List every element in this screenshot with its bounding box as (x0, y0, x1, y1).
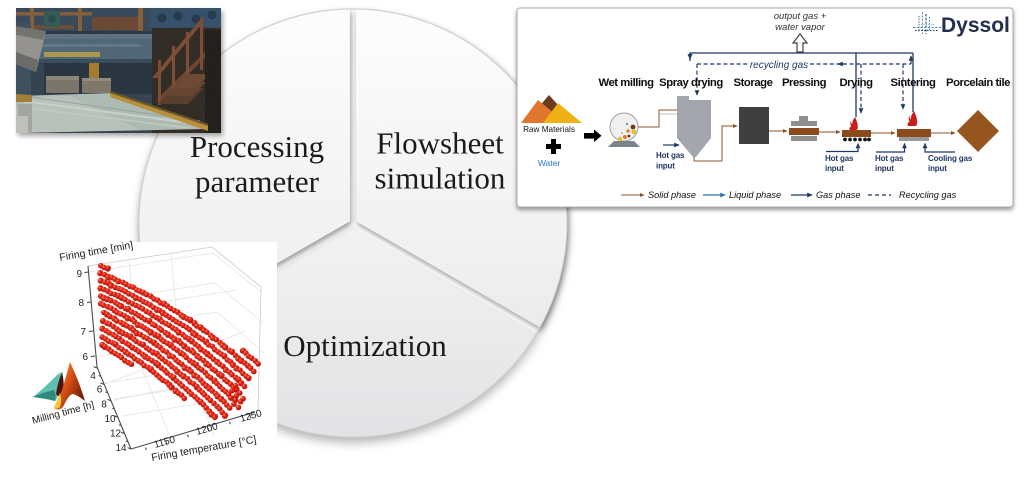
svg-text:Hot gas: Hot gas (656, 151, 685, 160)
svg-text:Gas phase: Gas phase (816, 190, 860, 200)
svg-text:Sintering: Sintering (891, 77, 936, 89)
svg-text:Hot gas: Hot gas (875, 154, 904, 163)
svg-text:input: input (928, 164, 947, 173)
svg-text:6: 6 (97, 385, 103, 396)
svg-text:Storage: Storage (734, 77, 773, 89)
svg-text:output gas +: output gas + (774, 11, 827, 22)
svg-text:Wet milling: Wet milling (598, 77, 654, 89)
svg-text:input: input (656, 162, 675, 171)
svg-text:7: 7 (80, 327, 86, 338)
svg-text:8: 8 (101, 400, 107, 411)
svg-text:Solid phase: Solid phase (648, 190, 696, 200)
svg-text:Hot gas: Hot gas (825, 154, 854, 163)
svg-text:Water: Water (538, 158, 561, 168)
svg-text:8: 8 (78, 298, 84, 309)
svg-text:Processing: Processing (190, 129, 324, 164)
svg-text:4: 4 (90, 371, 96, 382)
svg-text:Optimization: Optimization (283, 328, 447, 363)
svg-text:9: 9 (76, 269, 82, 280)
svg-text:input: input (825, 164, 844, 173)
svg-text:Liquid phase: Liquid phase (729, 190, 781, 200)
svg-text:Porcelain tile: Porcelain tile (946, 77, 1010, 89)
svg-text:recycling gas: recycling gas (750, 60, 808, 71)
svg-text:14: 14 (115, 443, 127, 454)
svg-text:water vapor: water vapor (775, 22, 825, 33)
svg-text:Flowsheet: Flowsheet (376, 126, 504, 161)
svg-text:Pressing: Pressing (782, 77, 827, 89)
svg-text:Drying: Drying (839, 77, 873, 89)
svg-text:Spray drying: Spray drying (659, 77, 723, 89)
svg-text:12: 12 (110, 429, 122, 440)
svg-text:input: input (875, 164, 894, 173)
svg-text:simulation: simulation (375, 161, 506, 196)
svg-text:Dyssol: Dyssol (941, 14, 1010, 37)
svg-text:Cooling gas: Cooling gas (928, 154, 973, 163)
svg-text:Recycling gas: Recycling gas (899, 190, 957, 200)
svg-text:6: 6 (82, 352, 88, 363)
svg-text:Raw Materials: Raw Materials (523, 125, 575, 134)
svg-text:parameter: parameter (195, 164, 320, 199)
svg-text:10: 10 (104, 414, 116, 425)
